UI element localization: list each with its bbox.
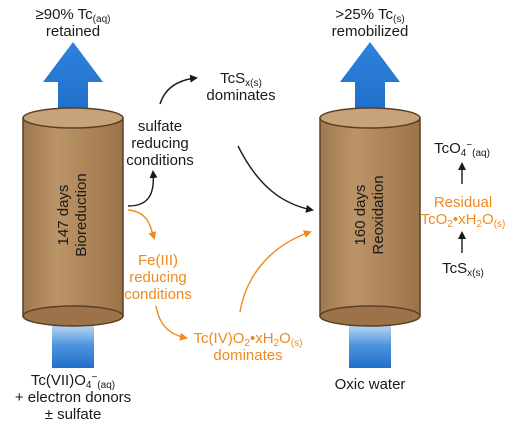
tco2-sub3: (s) xyxy=(290,338,303,349)
left-top-label-sub: (aq) xyxy=(92,14,111,25)
tco2-dominates-label: Tc(IV)O2•xH2O(s) dominates xyxy=(186,330,310,364)
right-top-label-sub: (s) xyxy=(393,14,405,25)
left-bottom-label: Tc(VII)O4−(aq) + electron donors ± sulfa… xyxy=(3,372,143,423)
right-bottom-label: Oxic water xyxy=(320,376,420,393)
tco2-text-c: O xyxy=(279,330,291,347)
left-top-label-line2: retained xyxy=(45,23,101,40)
fe-line1: Fe(III) xyxy=(138,252,178,269)
residual-text-a: TcO xyxy=(420,211,448,228)
tco4-sup: − xyxy=(466,140,473,151)
arrow-to-fe-conditions xyxy=(127,209,157,240)
tco2-text-a: Tc(IV)O xyxy=(193,330,245,347)
left-top-label-line1: ≥90% Tc xyxy=(35,6,93,23)
residual-sub2: 2 xyxy=(476,219,483,230)
residual-label: Residual TcO2•xH2O(s) xyxy=(418,194,508,230)
tco4-label: TcO4−(aq) xyxy=(430,140,494,159)
tcs-right-label: TcSx(s) xyxy=(436,260,490,279)
left-top-label: ≥90% Tc(aq) retained xyxy=(18,6,128,40)
fe-line2: reducing xyxy=(129,269,187,286)
tco2-line2: dominates xyxy=(213,347,283,364)
tco2-text-b: •xH xyxy=(249,330,274,347)
oxic-water-label: Oxic water xyxy=(334,376,406,393)
left-bottom-label-line3: ± sulfate xyxy=(44,406,102,423)
arrow-tcs-to-reoxidation xyxy=(237,145,314,213)
right-column-label-line1: 160 days xyxy=(352,184,369,246)
arrow-to-tco2-dominates xyxy=(155,305,188,341)
left-column xyxy=(22,107,124,327)
residual-sub3: (s) xyxy=(493,219,506,230)
left-bottom-line1-text: Tc(VII)O xyxy=(30,372,86,389)
left-column-label-line2: Bioreduction xyxy=(73,173,90,257)
sulfate-line3: conditions xyxy=(126,152,194,169)
tcs-line1-sub: x(s) xyxy=(245,78,262,89)
right-column-label: 160 days Reoxidation xyxy=(352,175,388,254)
sulfate-line2: reducing xyxy=(131,135,189,152)
fe-line3: conditions xyxy=(124,286,192,303)
tco4-sub2: (aq) xyxy=(472,148,490,159)
sulfate-line1: sulfate xyxy=(137,118,183,135)
right-top-label-line2: remobilized xyxy=(331,23,409,40)
right-column-label-line2: Reoxidation xyxy=(370,175,387,255)
tcs-right-sub: x(s) xyxy=(467,268,484,279)
arrow-tco2-to-reoxidation xyxy=(239,230,312,313)
left-bottom-line1-sub: 4 xyxy=(85,380,92,391)
right-top-label: >25% Tc(s) remobilized xyxy=(310,6,430,40)
arrow-to-tcs-dominates xyxy=(159,74,198,105)
arrow-to-sulfate-conditions xyxy=(127,170,158,207)
tcs-dominates-label: TcSx(s) dominates xyxy=(196,70,286,104)
tco2-sub2: 2 xyxy=(273,338,280,349)
sulfate-conditions-label: sulfate reducing conditions xyxy=(118,118,202,169)
tcs-line2: dominates xyxy=(206,87,276,104)
left-outflow-arrow xyxy=(43,42,103,112)
tco4-text: TcO xyxy=(434,140,461,157)
left-bottom-line1-sub2: (aq) xyxy=(97,380,116,391)
left-column-label-line1: 147 days xyxy=(55,184,72,246)
right-column xyxy=(319,107,421,327)
tco4-sub: 4 xyxy=(460,148,467,159)
left-bottom-line1-sup: − xyxy=(91,372,98,383)
left-bottom-label-line2: + electron donors xyxy=(14,389,132,406)
left-column-label: 147 days Bioreduction xyxy=(55,173,91,256)
tco2-sub: 2 xyxy=(244,338,250,349)
residual-text-b: •xH xyxy=(452,211,477,228)
tcs-line1-text: TcS xyxy=(220,70,246,87)
fe-conditions-label: Fe(III) reducing conditions xyxy=(116,252,200,303)
residual-text-c: O xyxy=(482,211,494,228)
residual-sub: 2 xyxy=(447,219,453,230)
residual-line1: Residual xyxy=(433,194,493,211)
tcs-right-text: TcS xyxy=(442,260,468,277)
right-outflow-arrow xyxy=(340,42,400,112)
right-top-label-line1: >25% Tc xyxy=(335,6,393,23)
